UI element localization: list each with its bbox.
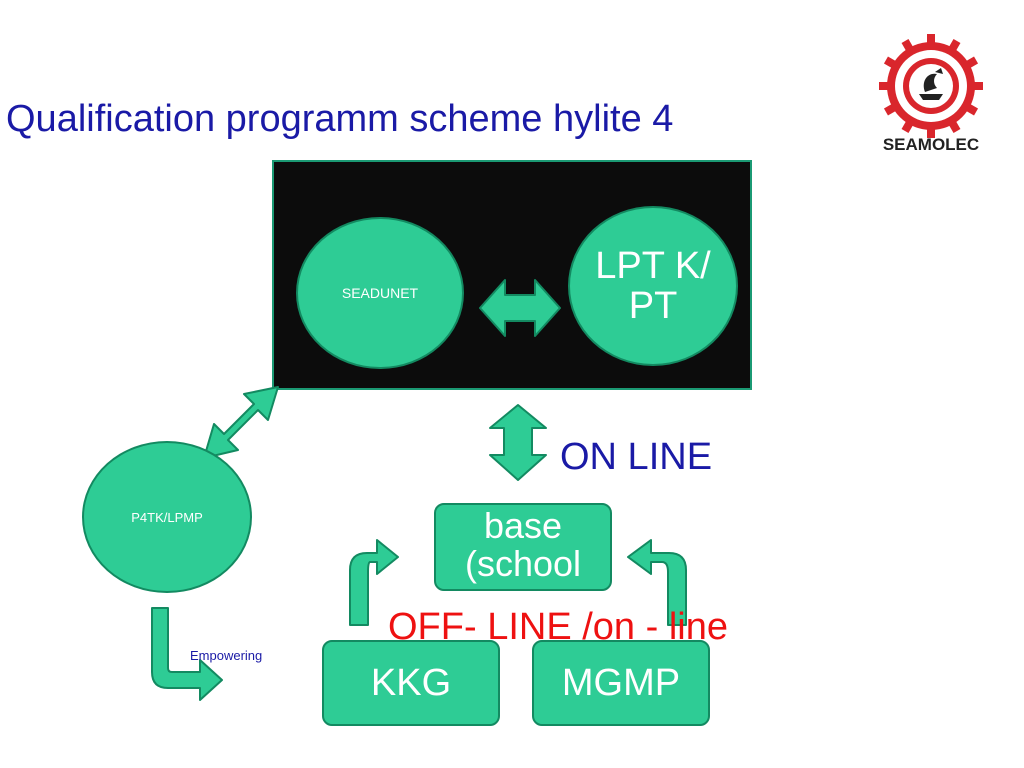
node-seadunet: SEADUNET bbox=[296, 217, 464, 369]
node-kkg: KKG bbox=[322, 640, 500, 726]
node-lptk: LPT K/ PT bbox=[568, 206, 738, 366]
node-p4tk: P4TK/LPMP bbox=[82, 441, 252, 593]
bent-arrow-kkg bbox=[349, 539, 399, 626]
node-seadunet-label: SEADUNET bbox=[341, 285, 419, 301]
offline-label: OFF- LINE /on - line bbox=[388, 606, 728, 648]
node-base-label: base (school bbox=[464, 505, 582, 584]
seamolec-logo: SEAMOLEC bbox=[872, 28, 990, 158]
bent-arrow-mgmp bbox=[627, 539, 687, 626]
node-lptk-label: LPT K/ PT bbox=[595, 245, 711, 327]
node-kkg-label: KKG bbox=[370, 661, 452, 704]
node-base-school: base (school bbox=[434, 503, 612, 591]
empowering-arrow bbox=[151, 607, 223, 701]
online-label: ON LINE bbox=[560, 436, 713, 478]
double-arrow-diagonal bbox=[203, 386, 279, 459]
page-title: Qualification programm scheme hylite 4 bbox=[6, 98, 674, 140]
node-p4tk-label: P4TK/LPMP bbox=[131, 509, 203, 525]
double-arrow-horizontal bbox=[479, 279, 561, 337]
node-mgmp: MGMP bbox=[532, 640, 710, 726]
empowering-label: Empowering bbox=[190, 648, 263, 663]
node-mgmp-label: MGMP bbox=[561, 661, 681, 704]
logo-text: SEAMOLEC bbox=[883, 135, 979, 154]
double-arrow-vertical bbox=[489, 404, 547, 481]
